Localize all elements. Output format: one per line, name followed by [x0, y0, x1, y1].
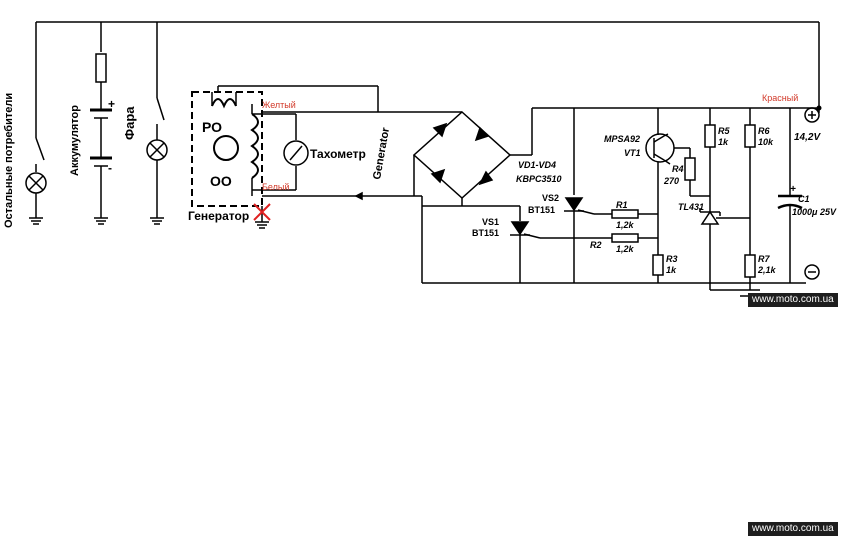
r7-label: R7: [758, 254, 770, 264]
vt1-part-label: MPSA92: [604, 134, 640, 144]
yellow-wire-label: Желтый: [262, 100, 296, 110]
tachometer-icon: [283, 140, 309, 166]
vs1-part-label: BT151: [472, 228, 499, 238]
resistor-r4: [684, 157, 696, 181]
r3-value: 1k: [666, 265, 677, 275]
thyristor-vs1: [510, 206, 541, 283]
battery-minus-label: -: [108, 161, 112, 175]
bridge-part-label: KBPC3510: [516, 174, 562, 184]
minus-terminal-icon: [804, 264, 820, 280]
white-wire-label: Белый: [262, 182, 289, 192]
generator-dashed-frame: [191, 91, 263, 207]
resistor-r5: [704, 124, 716, 148]
r3-label: R3: [666, 254, 678, 264]
vs2-label: VS2: [542, 193, 559, 203]
cut-mark-icon: [253, 203, 271, 221]
rotor-icon: [213, 135, 239, 161]
bridge-ref-label: VD1-VD4: [518, 160, 556, 170]
vs1-label: VS1: [482, 217, 499, 227]
c1-label: C1: [798, 194, 810, 204]
resistor-r3: [652, 254, 664, 276]
c1-value: 1000μ 25V: [792, 207, 837, 217]
generator-ru-label: Генератор: [188, 209, 249, 223]
oo-label: ОО: [210, 173, 232, 189]
other-consumers-branch: [25, 137, 47, 225]
diode-bridge: [412, 110, 532, 207]
watermark-top: www.moto.com.ua: [748, 293, 838, 307]
r4-value: 270: [663, 176, 679, 186]
plus-terminal-icon: [804, 107, 820, 123]
ro-coil: [211, 98, 237, 109]
r2-value: 1,2k: [616, 244, 635, 254]
battery-plus-label: +: [108, 97, 115, 111]
other-consumers-label: Остальные потребители: [3, 93, 15, 228]
r1-label: R1: [616, 200, 628, 210]
battery-label: Аккумулятор: [69, 105, 81, 176]
r6-label: R6: [758, 126, 770, 136]
ground-icon: [29, 217, 43, 225]
consumer-switch: [35, 137, 45, 161]
c1-plus-label: +: [790, 184, 796, 195]
resistor-r6: [744, 124, 756, 148]
vt1-label: VT1: [624, 148, 641, 158]
r5-label: R5: [718, 126, 730, 136]
output-voltage-label: 14,2V: [794, 132, 821, 143]
r6-value: 10k: [758, 137, 774, 147]
thyristor-vs2: [564, 197, 595, 283]
r4-label: R4: [672, 164, 684, 174]
tl431-label: TL431: [678, 202, 704, 212]
capacitor-c1: [777, 194, 803, 283]
r7-value: 2,1k: [757, 265, 777, 275]
headlight-label: Фара: [122, 106, 137, 140]
watermark-bottom: www.moto.com.ua: [748, 522, 838, 536]
r2-label: R2: [590, 240, 602, 250]
red-wire-label: Красный: [762, 93, 798, 103]
stator-coil: [250, 113, 259, 179]
junction-dot: [816, 105, 822, 111]
fuse: [95, 53, 107, 83]
battery-branch: [90, 53, 112, 225]
resistor-r2: [611, 233, 639, 243]
r1-value: 1,2k: [616, 220, 635, 230]
battery-icon: [90, 108, 112, 119]
headlight-lamp-icon: [146, 139, 168, 161]
consumer-lamp-icon: [25, 172, 47, 194]
generator-en-label: Generator: [371, 126, 392, 181]
generator-block: [191, 91, 309, 229]
vs2-part-label: BT151: [528, 205, 555, 215]
r5-value: 1k: [718, 137, 729, 147]
headlight-branch: [146, 97, 168, 225]
resistor-r1: [611, 209, 639, 219]
headlight-switch: [156, 97, 165, 121]
ro-label: РО: [202, 119, 222, 135]
resistor-r7: [744, 254, 756, 278]
tachometer-label: Тахометр: [310, 147, 366, 161]
transistor-vt1: [645, 133, 710, 197]
